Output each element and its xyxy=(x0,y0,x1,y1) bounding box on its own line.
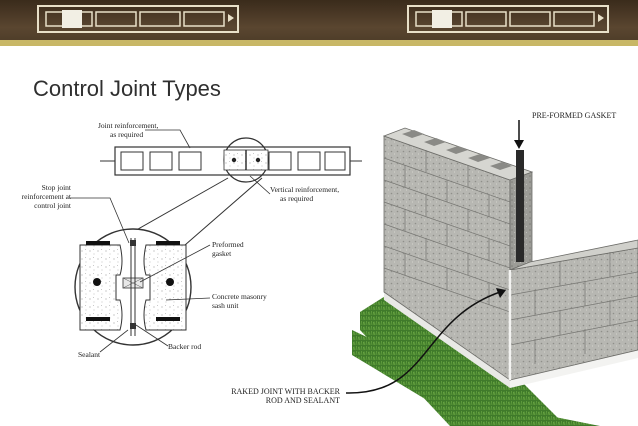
emblem-panel xyxy=(139,11,181,27)
label-preformed-gasket: Preformed gasket xyxy=(212,240,244,258)
label-line: Stop joint xyxy=(41,183,71,192)
slide-title: Control Joint Types xyxy=(33,76,221,101)
footing-left xyxy=(384,292,510,388)
label-line: gasket xyxy=(212,249,232,258)
label-line: Preformed xyxy=(212,240,244,249)
label-line: Joint reinforcement, xyxy=(98,121,159,130)
low-wall-top xyxy=(509,239,638,271)
label-line: ROD AND SEALANT xyxy=(265,396,340,405)
label-sealant: Sealant xyxy=(78,350,101,359)
emblem-panel xyxy=(553,11,595,27)
emblem-panel xyxy=(465,11,507,27)
rebar-dot xyxy=(231,157,237,163)
label-line: reinforcement at xyxy=(21,192,71,201)
emblem-panel xyxy=(183,11,225,27)
emblem-panel xyxy=(95,11,137,27)
label-raked-joint: RAKED JOINT WITH BACKER ROD AND SEALANT xyxy=(204,387,340,405)
header-emblem-left xyxy=(37,5,239,33)
label-joint-reinforcement: Joint reinforcement, as required xyxy=(98,121,158,139)
header-stripe xyxy=(0,40,638,46)
emblem-window xyxy=(432,10,452,28)
block-cells xyxy=(120,151,346,171)
label-line: Concrete masonry xyxy=(212,292,267,301)
label-stop-joint: Stop joint reinforcement at control join… xyxy=(13,183,71,210)
raked-joint-arrow xyxy=(345,291,501,394)
emblem-window xyxy=(62,10,82,28)
header-decoration xyxy=(37,5,609,33)
mortar-joints-tall xyxy=(383,150,511,313)
emblem-arrow xyxy=(598,14,604,22)
footing-right xyxy=(510,350,638,388)
figure xyxy=(70,120,638,426)
rebar-dot xyxy=(255,157,261,163)
label-line: as required xyxy=(280,194,314,203)
label-line: sash unit xyxy=(212,301,239,310)
arrow-head xyxy=(514,140,524,149)
detail-section xyxy=(79,238,187,336)
label-concrete-masonry: Concrete masonry sash unit xyxy=(212,292,267,310)
mortar-joints-low xyxy=(509,252,638,364)
wall-rendering xyxy=(345,120,638,426)
label-pre-formed-gasket: PRE-FORMED GASKET xyxy=(532,111,617,120)
control-joint-drawing xyxy=(70,129,362,353)
emblem-arrow xyxy=(228,14,234,22)
label-line: as required xyxy=(110,130,144,139)
label-line: control joint xyxy=(34,201,71,210)
header-band xyxy=(0,0,638,46)
label-line: RAKED JOINT WITH BACKER xyxy=(231,387,340,396)
block-cores-top xyxy=(402,130,512,170)
header-emblem-right xyxy=(407,5,609,33)
preformed-gasket xyxy=(516,150,524,262)
arrow-head xyxy=(496,288,506,298)
label-backer-rod: Backer rod xyxy=(168,342,202,351)
emblem-panel xyxy=(509,11,551,27)
grass xyxy=(360,290,560,426)
label-vertical-reinforcement: Vertical reinforcement, as required xyxy=(270,185,339,203)
callout-line xyxy=(184,177,263,246)
label-line: Vertical reinforcement, xyxy=(270,185,340,194)
leader-lines xyxy=(70,129,271,353)
